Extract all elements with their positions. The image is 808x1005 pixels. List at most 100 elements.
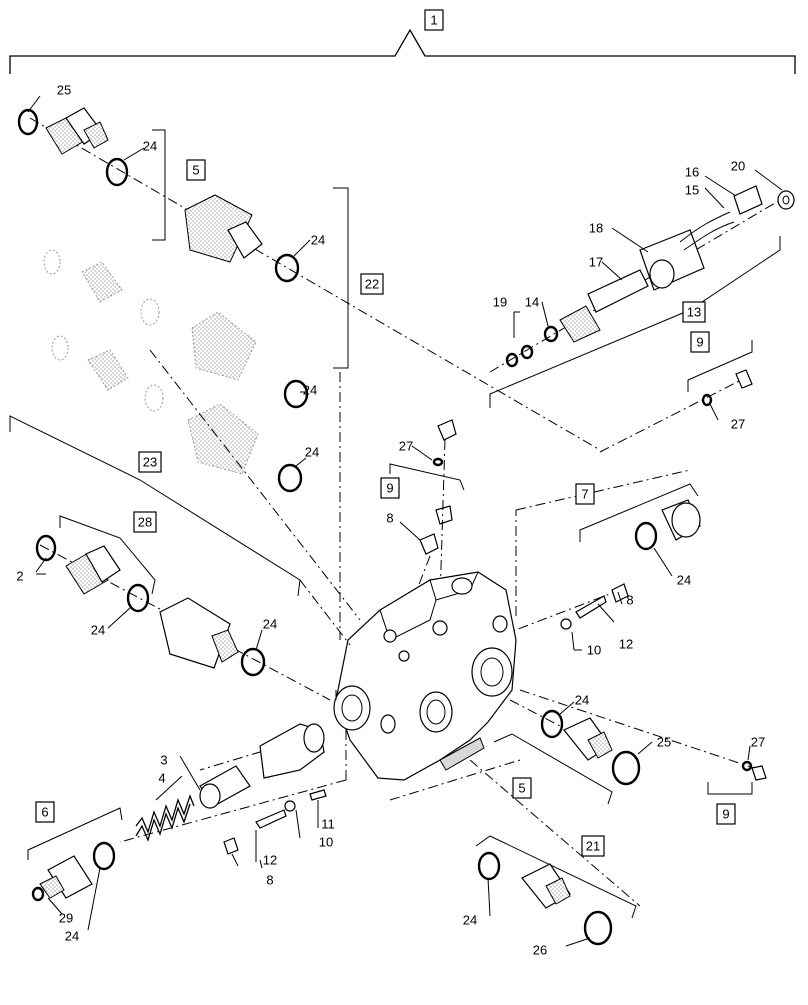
callout-label: 10 [319,835,333,850]
callout-5: 5 [512,777,532,799]
callout-8: 8 [386,511,393,526]
callout-label: 24 [575,693,589,708]
callout-label: 8 [266,873,273,888]
callout-label: 9 [696,335,703,350]
callout-box [690,331,710,353]
callout-box [716,803,736,825]
callout-22: 22 [360,273,384,295]
callout-label: 24 [303,383,317,398]
callout-label: 26 [533,943,547,958]
fitting-group-right [493,709,641,805]
callout-13: 13 [682,301,706,323]
callout-17: 17 [589,255,603,270]
cap-group-7 [515,469,701,616]
callout-box [575,483,595,505]
callout-label: 25 [657,735,671,750]
callout-label: 9 [386,481,393,496]
callout-label: 3 [160,753,167,768]
callout-21: 21 [581,835,605,857]
callout-16: 16 [685,165,699,180]
callout-label: 24 [463,913,477,928]
callout-24: 24 [305,445,319,460]
callout-label: 24 [263,617,277,632]
callout-10: 10 [319,835,333,850]
callout-label: 24 [305,445,319,460]
callout-24: 24 [311,233,325,248]
callout-label: 19 [493,295,507,310]
callout-label: 5 [192,163,199,178]
callout-12: 12 [619,637,633,652]
fitting-group-lower-left [27,807,123,902]
callout-label: 13 [687,305,701,320]
callout-24: 24 [575,693,589,708]
callout-24: 24 [463,913,477,928]
callout-label: 24 [311,233,325,248]
callout-9: 9 [380,477,400,499]
callout-label: 20 [731,159,745,174]
callout-box [360,273,384,295]
callout-label: 24 [143,139,157,154]
callout-label: 29 [59,911,73,926]
callout-label: 8 [626,593,633,608]
callout-box [424,9,444,31]
callout-box [512,777,532,799]
callout-2: 2 [16,569,23,584]
callout-29: 29 [59,911,73,926]
callout-7: 7 [575,483,595,505]
callout-24: 24 [263,617,277,632]
callout-11: 11 [321,817,335,832]
callout-19: 19 [493,295,507,310]
callout-label: 27 [399,439,413,454]
callout-3: 3 [160,753,167,768]
callout-5: 5 [186,159,206,181]
plug-group-right [599,340,753,453]
plug-group-lower-right [707,760,767,795]
callout-label: 24 [677,573,691,588]
callout-24: 24 [143,139,157,154]
callout-24: 24 [91,623,105,638]
callout-9: 9 [690,331,710,353]
callout-label: 17 [589,255,603,270]
callout-27: 27 [751,735,765,750]
callout-24: 24 [65,929,79,944]
callout-label: 27 [751,735,765,750]
callout-label: 23 [143,455,157,470]
callout-label: 5 [518,781,525,796]
centerlines [119,579,761,907]
callout-8: 8 [626,593,633,608]
callout-box [186,159,206,181]
callout-label: 6 [41,805,48,820]
callout-12: 12 [263,853,277,868]
callout-24: 24 [677,573,691,588]
callout-label: 28 [138,515,152,530]
spool-assembly [135,723,327,862]
solenoid-group [489,185,795,408]
callout-label: 11 [321,817,335,832]
callout-label: 16 [685,165,699,180]
callout-label: 12 [619,637,633,652]
fitting-group-middle-left [9,415,331,701]
callout-23: 23 [138,451,162,473]
fitting-group-lower [475,835,637,946]
callout-label: 22 [365,277,379,292]
callout-label: 8 [386,511,393,526]
callout-6: 6 [35,801,55,823]
callout-box [133,511,157,533]
callout-28: 28 [133,511,157,533]
callout-27: 27 [731,417,745,432]
pin-group-right [499,583,629,651]
callout-label: 9 [722,807,729,822]
callout-label: 12 [263,853,277,868]
callout-label: 24 [91,623,105,638]
callout-label: 4 [158,771,165,786]
callout-15: 15 [685,183,699,198]
callout-label: 21 [586,839,600,854]
callout-10: 10 [587,643,601,658]
spring [135,794,195,842]
callout-9: 9 [716,803,736,825]
callout-25: 25 [57,83,71,98]
callout-label: 7 [581,487,588,502]
callout-label: 25 [57,83,71,98]
